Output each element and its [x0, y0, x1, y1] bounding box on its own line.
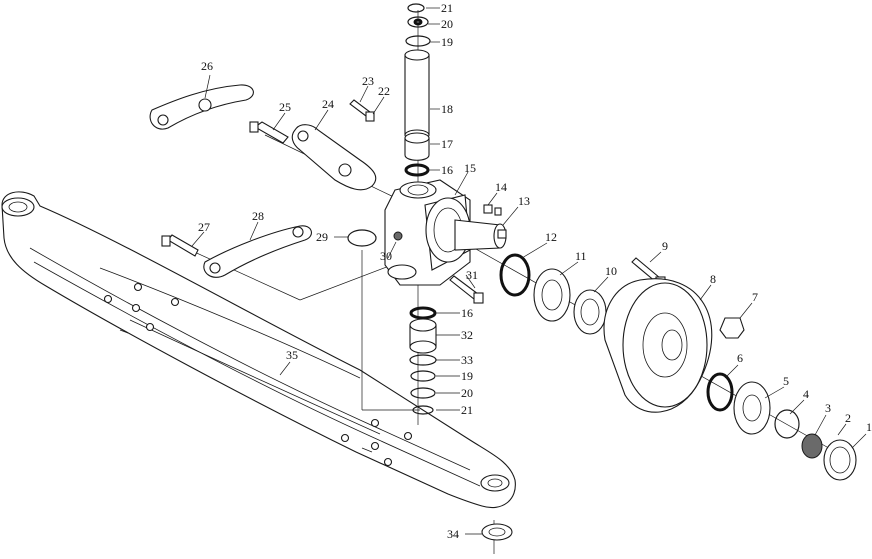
callout-12: 12	[545, 230, 557, 244]
bearing-34	[481, 523, 513, 541]
callout-31: 31	[466, 268, 478, 282]
callout-5: 5	[783, 374, 789, 388]
callout-1: 1	[866, 420, 872, 434]
callout-34: 34	[447, 527, 459, 541]
callout-11: 11	[575, 249, 587, 263]
callout-13: 13	[518, 194, 530, 208]
callout-19-top: 19	[441, 35, 453, 49]
axle-beam	[1, 191, 516, 508]
callout-15: 15	[464, 161, 476, 175]
callout-labels: 1 2 3 4 5 6 7 8 9 10 11 12 13 14 15 16 1…	[198, 1, 872, 541]
kingpin-top-stack	[404, 3, 431, 177]
callout-10: 10	[605, 264, 617, 278]
callout-3: 3	[825, 401, 831, 415]
callout-4: 4	[803, 387, 809, 401]
callout-27: 27	[198, 220, 210, 234]
callout-33: 33	[461, 353, 473, 367]
callout-8: 8	[710, 272, 716, 286]
callout-9: 9	[662, 239, 668, 253]
hub-assembly	[499, 253, 857, 481]
callout-21-bottom: 21	[461, 403, 473, 417]
callout-30: 30	[380, 249, 392, 263]
callout-29: 29	[316, 230, 328, 244]
callout-20-bottom: 20	[461, 386, 473, 400]
callout-7: 7	[752, 290, 758, 304]
callout-21-top: 21	[441, 1, 453, 15]
callout-28: 28	[252, 209, 264, 223]
callout-leaders	[191, 7, 867, 535]
washer-29	[347, 229, 377, 247]
callout-24: 24	[322, 97, 334, 111]
callout-35: 35	[286, 348, 298, 362]
kingpin-bottom-stack	[409, 306, 437, 415]
assembly-axis-lines	[189, 10, 851, 554]
callout-18: 18	[441, 102, 453, 116]
callout-16-top: 16	[441, 163, 453, 177]
callout-2: 2	[845, 411, 851, 425]
steering-arms	[149, 84, 377, 278]
callout-6: 6	[737, 351, 743, 365]
callout-22: 22	[378, 84, 390, 98]
callout-14: 14	[495, 180, 507, 194]
callout-25: 25	[279, 100, 291, 114]
callout-32: 32	[461, 328, 473, 342]
callout-20-top: 20	[441, 17, 453, 31]
callout-16-bottom: 16	[461, 306, 473, 320]
steering-knuckle	[384, 179, 507, 286]
callout-26: 26	[201, 59, 213, 73]
callout-19-bottom: 19	[461, 369, 473, 383]
callout-17: 17	[441, 137, 453, 151]
callout-23: 23	[362, 74, 374, 88]
